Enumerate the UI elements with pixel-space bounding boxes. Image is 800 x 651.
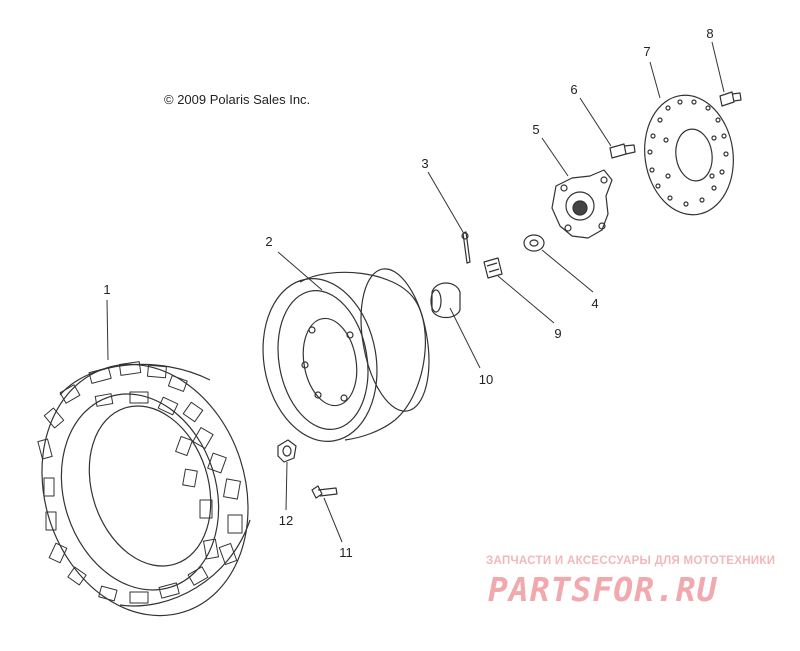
- part-cotter-pin: [461, 231, 471, 264]
- part-wheel-stud: [311, 485, 338, 499]
- callout-10: 10: [478, 372, 494, 387]
- callout-3: 3: [421, 156, 429, 171]
- callout-8: 8: [706, 26, 714, 41]
- callout-11: 11: [339, 545, 353, 560]
- part-rim: [262, 268, 430, 442]
- leader-lines: [106, 41, 725, 543]
- watermark-logo: PARTSFOR.RU: [488, 570, 718, 609]
- callout-4: 4: [591, 296, 599, 311]
- callout-7: 7: [643, 44, 651, 59]
- callout-6: 6: [570, 82, 578, 97]
- tire-tread-blocks: [37, 361, 243, 604]
- part-tire: [41, 363, 251, 617]
- part-hub-cap: [430, 282, 461, 319]
- callout-1: 1: [103, 282, 111, 297]
- part-hub: [551, 169, 613, 239]
- part-washer: [523, 234, 545, 252]
- part-castle-nut: [483, 257, 503, 279]
- callout-5: 5: [532, 122, 540, 137]
- part-brake-disc: [644, 94, 734, 216]
- callout-12: 12: [278, 513, 294, 528]
- copyright-notice: © 2009 Polaris Sales Inc.: [164, 92, 311, 107]
- callout-9: 9: [554, 326, 562, 341]
- part-lug-nut: [277, 439, 297, 463]
- callout-2: 2: [265, 234, 273, 249]
- part-bolt-disc: [719, 91, 742, 107]
- part-bolt-short: [609, 143, 636, 159]
- watermark-tagline: ЗАПЧАСТИ И АКСЕССУАРЫ ДЛЯ МОТОТЕХНИКИ: [486, 555, 776, 567]
